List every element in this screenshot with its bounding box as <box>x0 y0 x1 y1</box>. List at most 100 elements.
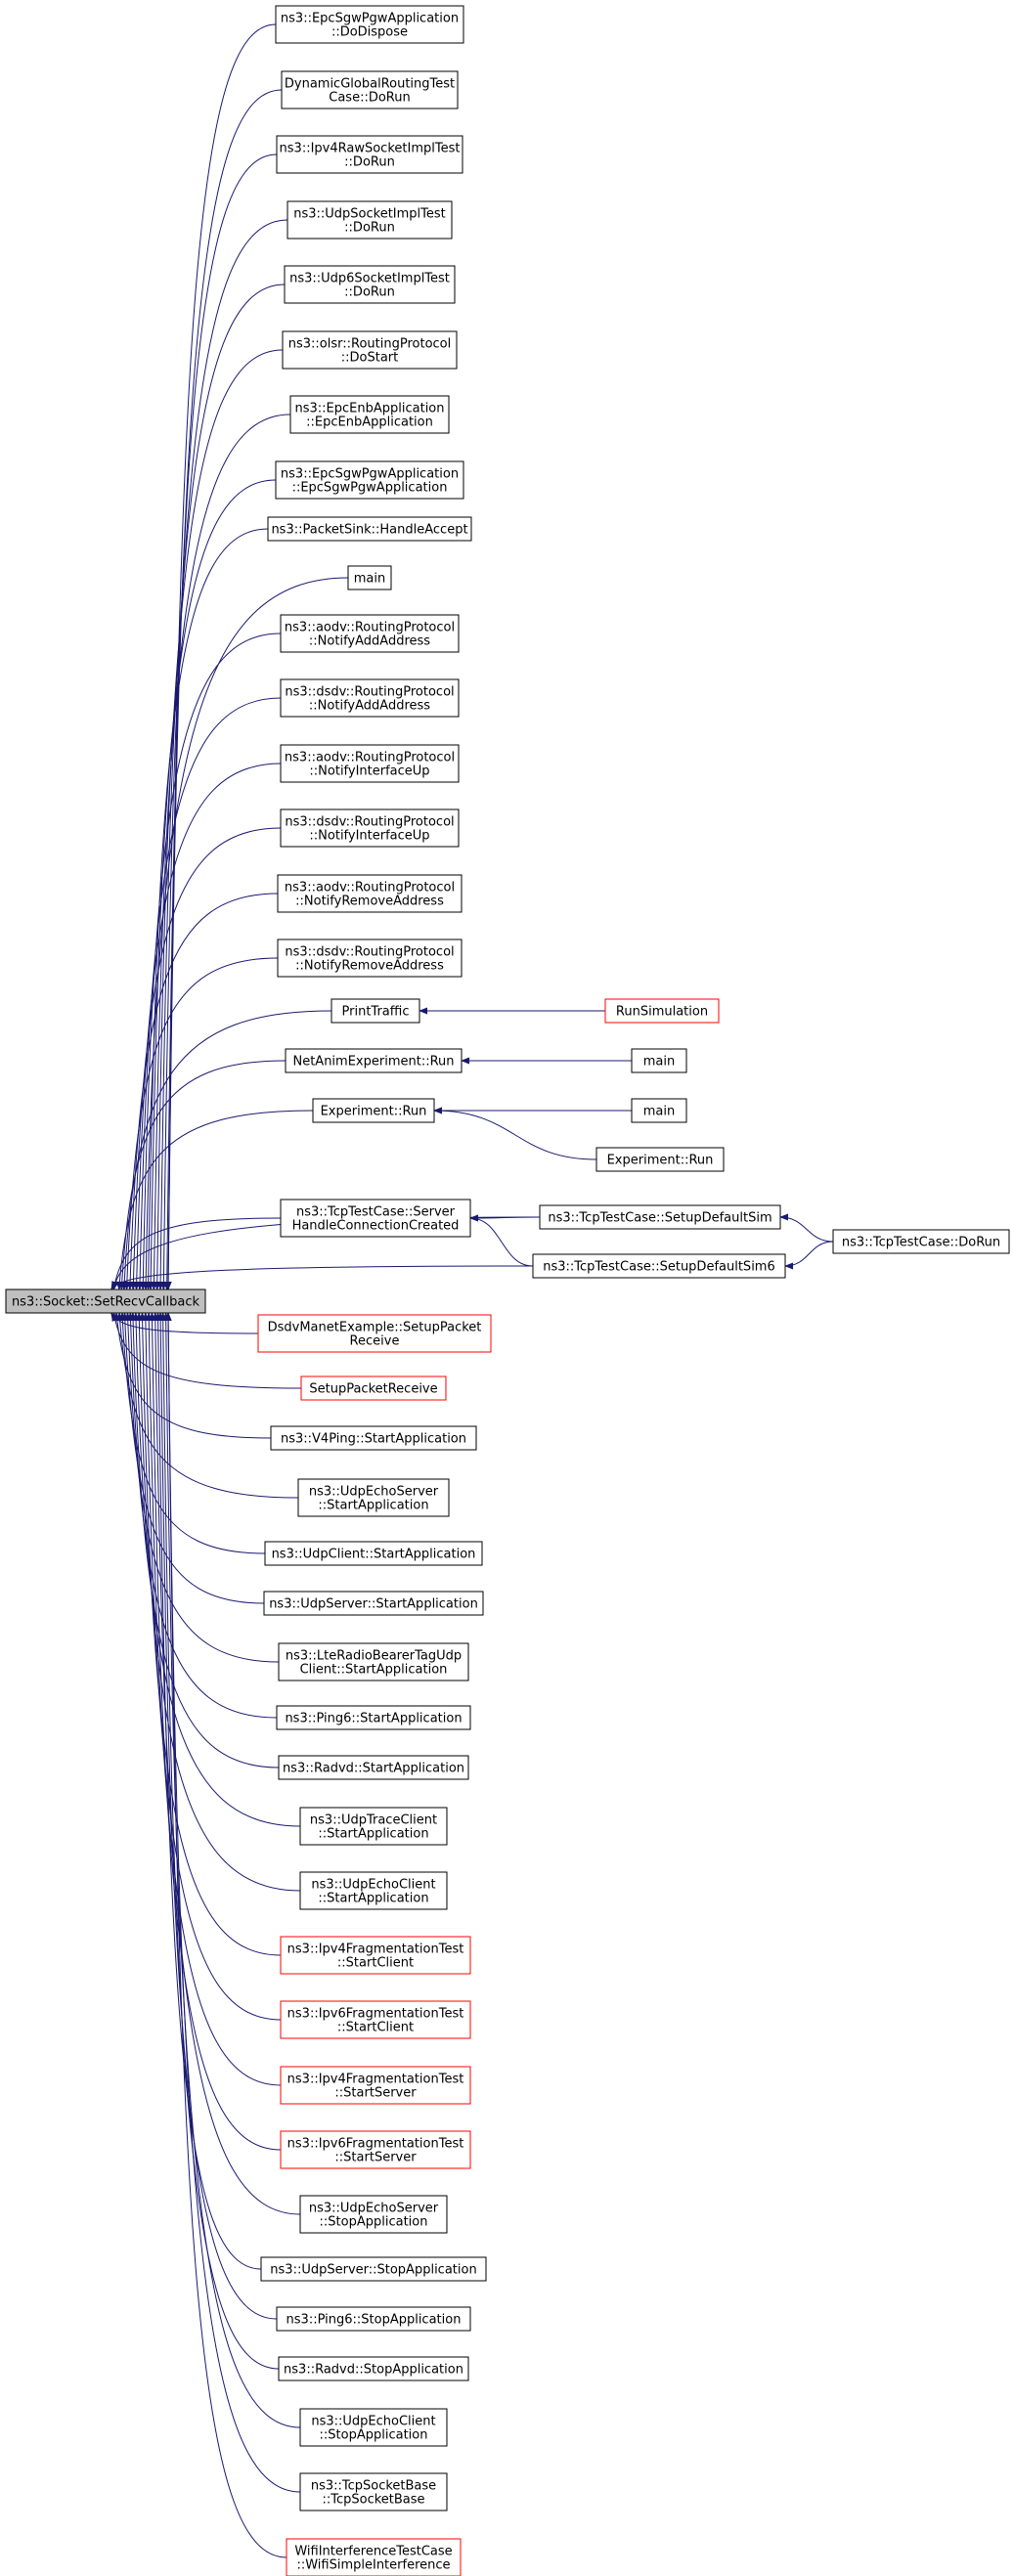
node-ns3-epcsgwpgwapplication-epcsgwpgwapplication[interactable]: ns3::EpcSgwPgwApplication::EpcSgwPgwAppl… <box>275 460 464 500</box>
node-ns3-tcpsocketbase-tcpsocketbase[interactable]: ns3::TcpSocketBase::TcpSocketBase <box>299 2472 448 2511</box>
node-label: PrintTraffic <box>342 1005 410 1020</box>
node-ns3-udpechoclient-startapplication[interactable]: ns3::UdpEchoClient::StartApplication <box>299 1871 448 1910</box>
node-experiment-run[interactable]: Experiment::Run <box>595 1147 725 1172</box>
edge-c10-to-root <box>142 577 349 1290</box>
node-ns3-dsdv-routingprotocol-notifyremoveaddress[interactable]: ns3::dsdv::RoutingProtocol::NotifyRemove… <box>277 939 463 978</box>
node-label: ns3::aodv::RoutingProtocol <box>285 751 455 765</box>
node-box <box>532 1253 786 1279</box>
node-ns3-udpclient-startapplication[interactable]: ns3::UdpClient::StartApplication <box>264 1541 483 1566</box>
node-ns3-udp6socketimpltest-dorun[interactable]: ns3::Udp6SocketImplTest::DoRun <box>284 265 456 304</box>
node-ns3-udptraceclient-startapplication[interactable]: ns3::UdpTraceClient::StartApplication <box>299 1807 448 1846</box>
node-label: ns3::UdpEchoClient <box>311 1878 435 1893</box>
node-label: ns3::EpcSgwPgwApplication <box>281 467 459 482</box>
node-label: ns3::Ping6::StopApplication <box>287 2313 462 2328</box>
node-ns3-tcptestcase-dorun[interactable]: ns3::TcpTestCase::DoRun <box>832 1229 1010 1254</box>
node-box <box>595 1147 725 1172</box>
node-label: ::StartServer <box>334 2151 417 2165</box>
node-label: ns3::UdpClient::StartApplication <box>272 1548 476 1562</box>
edge-t1-to-s6 <box>784 1241 834 1270</box>
node-label: ::EpcEnbApplication <box>306 415 433 430</box>
node-label: SetupPacketReceive <box>309 1382 437 1397</box>
node-label: ns3::TcpTestCase::DoRun <box>842 1236 1000 1250</box>
node-label: ns3::LteRadioBearerTagUdp <box>286 1649 462 1664</box>
node-experiment-run[interactable]: Experiment::Run <box>312 1098 435 1123</box>
node-label: ns3::Ipv4FragmentationTest <box>287 2073 464 2087</box>
node-label: ::StartApplication <box>318 1827 428 1842</box>
node-ns3-tcptestcase-setupdefaultsim[interactable]: ns3::TcpTestCase::SetupDefaultSim <box>539 1204 781 1230</box>
node-label: Experiment::Run <box>321 1105 427 1119</box>
node-label: ::StopApplication <box>320 2215 428 2230</box>
node-ns3-dsdv-routingprotocol-notifyinterfaceup[interactable]: ns3::dsdv::RoutingProtocol::NotifyInterf… <box>280 808 460 848</box>
edge-c38-to-root <box>156 1312 278 2320</box>
node-main[interactable]: main <box>631 1098 687 1123</box>
edge-t1-to-s5 <box>779 1213 834 1243</box>
node-label: ::EpcSgwPgwApplication <box>292 481 448 496</box>
node-dsdvmanetexample-setuppacket-receive[interactable]: DsdvManetExample::SetupPacketReceive <box>257 1314 492 1353</box>
node-box <box>270 1425 477 1451</box>
node-main[interactable]: main <box>347 565 392 590</box>
node-label: ::DoRun <box>344 155 395 170</box>
node-ns3-epcsgwpgwapplication-dodispose[interactable]: ns3::EpcSgwPgwApplication::DoDispose <box>275 5 464 44</box>
node-ns3-radvd-stopapplication[interactable]: ns3::Radvd::StopApplication <box>278 2356 469 2381</box>
node-ns3-udpechoserver-startapplication[interactable]: ns3::UdpEchoServer::StartApplication <box>297 1478 450 1517</box>
edge-s6-to-root <box>110 1265 534 1290</box>
node-ns3-socket-setrecvcallback[interactable]: ns3::Socket::SetRecvCallback <box>5 1288 206 1314</box>
node-ns3-ipv6fragmentationtest-startserver[interactable]: ns3::Ipv6FragmentationTest::StartServer <box>280 2130 471 2169</box>
edge-c20-to-root <box>111 1217 282 1290</box>
node-ns3-ping6-stopapplication[interactable]: ns3::Ping6::StopApplication <box>276 2306 471 2332</box>
node-box <box>280 808 460 848</box>
node-ns3-ipv6fragmentationtest-startclient[interactable]: ns3::Ipv6FragmentationTest::StartClient <box>280 2000 471 2039</box>
node-label: ns3::TcpTestCase::Server <box>296 1205 456 1220</box>
node-ns3-aodv-routingprotocol-notifyaddaddress[interactable]: ns3::aodv::RoutingProtocol::NotifyAddAdd… <box>280 614 460 653</box>
node-ns3-ipv4fragmentationtest-startserver[interactable]: ns3::Ipv4FragmentationTest::StartServer <box>280 2066 471 2105</box>
edge-c11-to-root <box>139 633 282 1290</box>
node-main[interactable]: main <box>631 1048 687 1073</box>
edge-c2-to-root <box>164 89 283 1290</box>
node-box <box>604 998 720 1024</box>
node-ns3-v4ping-startapplication[interactable]: ns3::V4Ping::StartApplication <box>270 1425 477 1451</box>
node-setuppacketreceive[interactable]: SetupPacketReceive <box>300 1375 447 1401</box>
node-ns3-ipv4fragmentationtest-startclient[interactable]: ns3::Ipv4FragmentationTest::StartClient <box>280 1936 471 1975</box>
node-box <box>276 2306 471 2332</box>
node-box <box>275 5 464 44</box>
node-netanimexperiment-run[interactable]: NetAnimExperiment::Run <box>285 1048 463 1073</box>
node-ns3-olsr-routingprotocol-dostart[interactable]: ns3::olsr::RoutingProtocol::DoStart <box>282 330 458 370</box>
node-box <box>257 1314 492 1353</box>
node-ns3-aodv-routingprotocol-notifyinterfaceup[interactable]: ns3::aodv::RoutingProtocol::NotifyInterf… <box>280 744 460 783</box>
edge-c24-to-root <box>116 1312 299 1499</box>
node-printtraffic[interactable]: PrintTraffic <box>331 998 420 1024</box>
node-label: ::NotifyInterfaceUp <box>309 829 429 844</box>
node-runsimulation[interactable]: RunSimulation <box>604 998 720 1024</box>
node-box <box>282 330 458 370</box>
node-ns3-dsdv-routingprotocol-notifyaddaddress[interactable]: ns3::dsdv::RoutingProtocol::NotifyAddAdd… <box>280 678 460 718</box>
node-label: ::NotifyInterfaceUp <box>309 764 429 779</box>
node-label: main <box>354 572 385 587</box>
node-box <box>299 2472 448 2511</box>
node-ns3-tcptestcase-setupdefaultsim6[interactable]: ns3::TcpTestCase::SetupDefaultSim6 <box>532 1253 786 1279</box>
node-wifiinterferencetestcase-wifisimpleinterference[interactable]: WifiInterferenceTestCase::WifiSimpleInte… <box>286 2538 462 2576</box>
node-ns3-tcptestcase-server-handleconnectioncreated[interactable]: ns3::TcpTestCase::ServerHandleConnection… <box>280 1199 471 1238</box>
node-ns3-udpserver-stopapplication[interactable]: ns3::UdpServer::StopApplication <box>260 2256 487 2282</box>
node-ns3-udpechoclient-stopapplication[interactable]: ns3::UdpEchoClient::StopApplication <box>299 2408 448 2447</box>
node-ns3-udpserver-startapplication[interactable]: ns3::UdpServer::StartApplication <box>263 1591 484 1616</box>
node-ns3-radvd-startapplication[interactable]: ns3::Radvd::StartApplication <box>278 1755 469 1780</box>
node-box <box>276 135 463 174</box>
node-label: ::WifiSimpleInterference <box>296 2558 450 2573</box>
node-box <box>299 1807 448 1846</box>
node-label: ::TcpSocketBase <box>322 2493 424 2508</box>
node-layer: ns3::Socket::SetRecvCallback ns3::EpcSgwP… <box>5 5 1010 2576</box>
node-ns3-aodv-routingprotocol-notifyremoveaddress[interactable]: ns3::aodv::RoutingProtocol::NotifyRemove… <box>277 874 463 913</box>
node-ns3-epcenbapplication-epcenbapplication[interactable]: ns3::EpcEnbApplication::EpcEnbApplicatio… <box>289 395 450 434</box>
node-label: WifiInterferenceTestCase <box>294 2545 452 2559</box>
node-ns3-udpechoserver-stopapplication[interactable]: ns3::UdpEchoServer::StopApplication <box>299 2195 448 2234</box>
node-ns3-ipv4rawsocketimpltest-dorun[interactable]: ns3::Ipv4RawSocketImplTest::DoRun <box>276 135 463 174</box>
node-box <box>276 1705 471 1730</box>
node-ns3-udpsocketimpltest-dorun[interactable]: ns3::UdpSocketImplTest::DoRun <box>287 200 453 240</box>
node-label: ns3::TcpTestCase::SetupDefaultSim <box>548 1211 772 1226</box>
node-ns3-packetsink-handleaccept[interactable]: ns3::PacketSink::HandleAccept <box>267 516 472 542</box>
node-ns3-ping6-startapplication[interactable]: ns3::Ping6::StartApplication <box>276 1705 471 1730</box>
node-ns3-lteradiobearertagudp-client-startapplication[interactable]: ns3::LteRadioBearerTagUdpClient::StartAp… <box>278 1642 469 1681</box>
node-label: ::NotifyRemoveAddress <box>295 895 444 909</box>
edge-c4-to-root <box>159 219 288 1290</box>
